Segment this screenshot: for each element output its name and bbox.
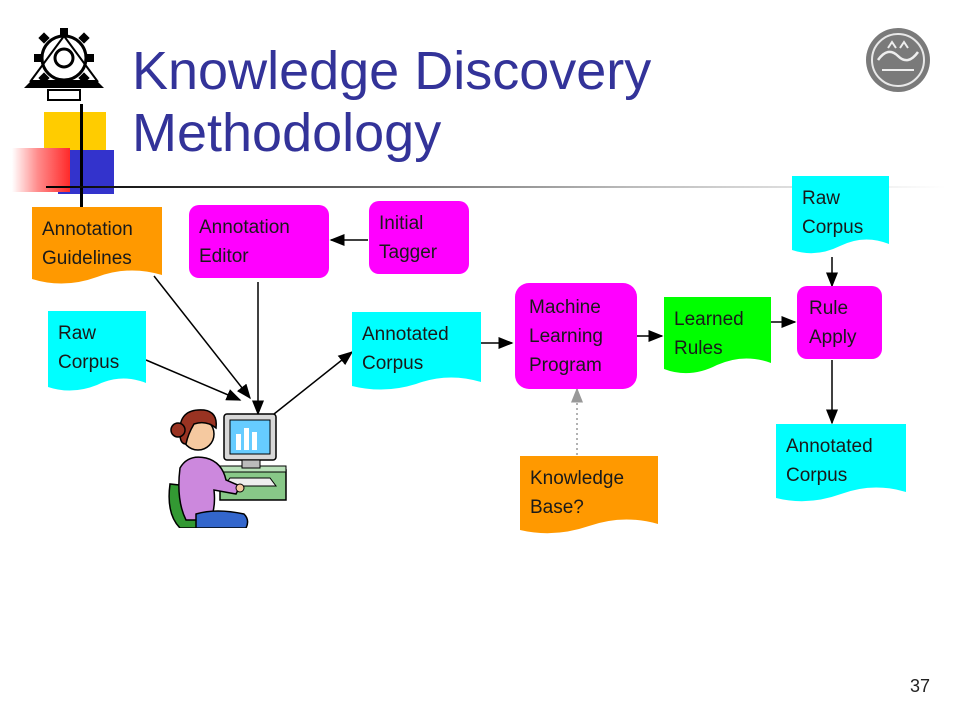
node-text-line: Corpus: [802, 217, 864, 238]
document-shape: [352, 312, 481, 390]
decor-red-square: [12, 148, 70, 192]
node-text-line: Learning: [529, 326, 603, 347]
node-text-line: Rule: [809, 298, 849, 319]
node-text-line: Annotation: [42, 219, 133, 240]
node-annotation-guidelines: Annotation Guidelines: [32, 207, 162, 289]
node-text-line: Annotated: [362, 324, 449, 345]
node-text-line: Rules: [674, 338, 723, 359]
university-seal: [866, 28, 930, 92]
title-line-1: Knowledge Discovery: [132, 41, 652, 101]
gear-tower-logo: [24, 28, 104, 101]
node-annotation-editor: Annotation Editor: [189, 205, 329, 278]
node-text-line: Annotation: [199, 217, 290, 238]
node-text-line: Knowledge: [530, 468, 625, 489]
node-initial-tagger: Initial Tagger: [369, 201, 469, 274]
node-knowledge-base: Knowledge Base?: [520, 456, 658, 538]
title-line-2: Methodology: [132, 103, 442, 163]
node-raw-corpus-right: Raw Corpus: [792, 176, 889, 258]
node-text-line: Corpus: [786, 465, 848, 486]
arrow-raw-corpus-to-person: [145, 359, 242, 401]
node-text-line: Tagger: [379, 242, 438, 263]
node-text-line: Raw: [802, 188, 841, 209]
document-shape: [32, 207, 162, 284]
arrow-person-to-annotated-corpus: [273, 351, 354, 415]
node-text-line: Guidelines: [42, 248, 132, 269]
node-text-line: Initial: [379, 213, 424, 234]
node-learned-rules: Learned Rules: [664, 297, 771, 379]
node-text-line: Base?: [530, 497, 584, 518]
node-text-line: Machine: [529, 297, 601, 318]
node-text-line: Learned: [674, 309, 744, 330]
node-text-line: Editor: [199, 246, 249, 267]
node-machine-learning-program: Machine Learning Program: [515, 283, 637, 389]
node-annotated-corpus-right: Annotated Corpus: [776, 424, 906, 506]
node-text-line: Program: [529, 355, 602, 376]
node-annotated-corpus-mid: Annotated Corpus: [352, 312, 481, 394]
node-text-line: Corpus: [362, 353, 424, 374]
node-raw-corpus-left: Raw Corpus: [48, 311, 146, 395]
decor-vertical-line: [80, 104, 83, 214]
page-title: Knowledge Discovery Methodology: [132, 40, 832, 164]
slide-number: 37: [909, 676, 930, 696]
document-shape: [520, 456, 658, 534]
arrow-guidelines-to-person: [153, 275, 251, 400]
node-text-line: Raw: [58, 323, 97, 344]
document-shape: [664, 297, 771, 374]
title-underline: [46, 186, 946, 188]
node-text-line: Corpus: [58, 352, 120, 373]
node-rule-apply: Rule Apply: [797, 286, 882, 359]
node-text-line: Apply: [809, 327, 857, 348]
document-shape: [48, 311, 146, 391]
document-shape: [776, 424, 906, 502]
person-at-computer-icon: [168, 409, 287, 528]
document-shape: [792, 176, 889, 254]
node-text-line: Annotated: [786, 436, 873, 457]
